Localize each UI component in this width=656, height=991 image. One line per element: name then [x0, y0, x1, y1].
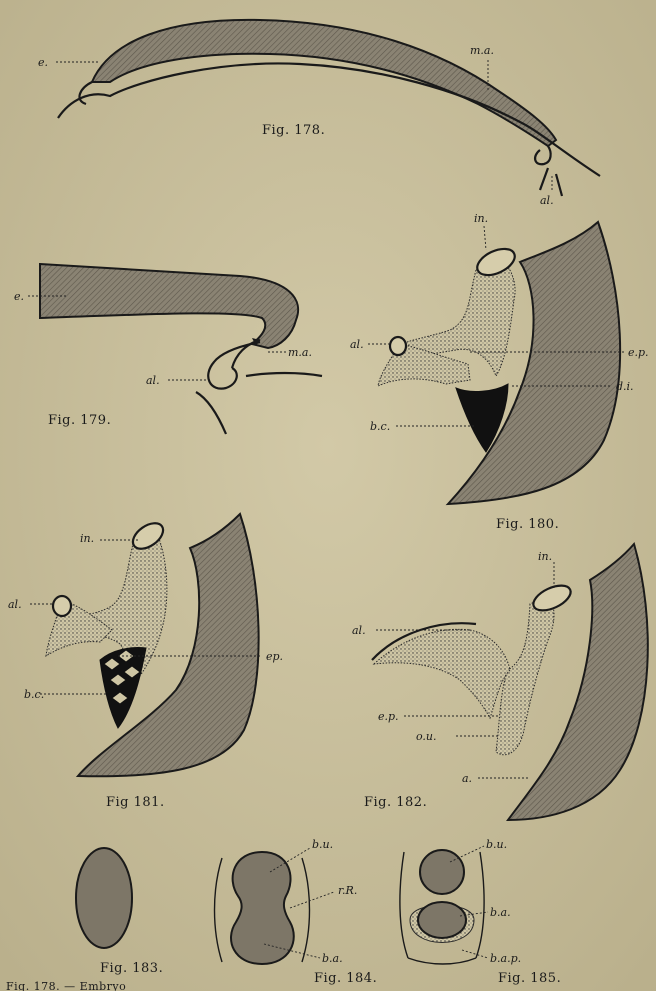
fig183-oval	[76, 848, 132, 948]
fig178-caption: Fig. 178.	[262, 123, 325, 138]
fig179-label-ma: m.a.	[288, 346, 312, 359]
fig184-label-bu: b.u.	[312, 838, 333, 851]
fig184-label-ba: b.a.	[322, 952, 343, 965]
fig180-label-al: al.	[350, 338, 364, 351]
fig181-label-ep: ep.	[266, 650, 283, 663]
fig180-allantois-opening	[390, 337, 406, 355]
fig184-label-rR: r.R.	[338, 884, 357, 897]
fig182-label-al: al.	[352, 624, 366, 637]
fig181-label-al: al.	[8, 598, 22, 611]
fig180-label-di: d.i.	[616, 380, 634, 393]
fig178-label-ma: m.a.	[470, 44, 494, 57]
fig179-label-e: e.	[14, 290, 24, 303]
fig185-label-ba: b.a.	[490, 906, 511, 919]
fig185-label-bap: b.a.p.	[490, 952, 521, 965]
fig181-label-bc: b.c.	[24, 688, 44, 701]
fig182-label-ep: e.p.	[378, 710, 399, 723]
fig182-label-in: in.	[538, 550, 552, 563]
fig182-label-a: a.	[462, 772, 472, 785]
fig185-lower-sphere	[418, 902, 466, 938]
fig184-caption: Fig. 184.	[314, 971, 377, 986]
fig180-label-bc: b.c.	[370, 420, 390, 433]
fig185-label-bu: b.u.	[486, 838, 507, 851]
fig182-caption: Fig. 182.	[364, 795, 427, 810]
fig185-upper-sphere	[420, 850, 464, 894]
footer-caption-fragment: Fig. 178. — Embryo	[6, 980, 126, 991]
fig182-label-ou: o.u.	[416, 730, 437, 743]
fig183-caption: Fig. 183.	[100, 961, 163, 976]
fig181-caption: Fig 181.	[106, 795, 165, 810]
fig179-label-al: al.	[146, 374, 160, 387]
fig181-label-in: in.	[80, 532, 94, 545]
fig178-label-al: al.	[540, 194, 554, 207]
fig181-allantois-opening	[53, 596, 71, 616]
fig180-caption: Fig. 180.	[496, 517, 559, 532]
fig178-label-e: e.	[38, 56, 48, 69]
fig180-label-in: in.	[474, 212, 488, 225]
fig179-caption: Fig. 179.	[48, 413, 111, 428]
fig185-caption: Fig. 185.	[498, 971, 561, 986]
fig180-label-ep: e.p.	[628, 346, 649, 359]
